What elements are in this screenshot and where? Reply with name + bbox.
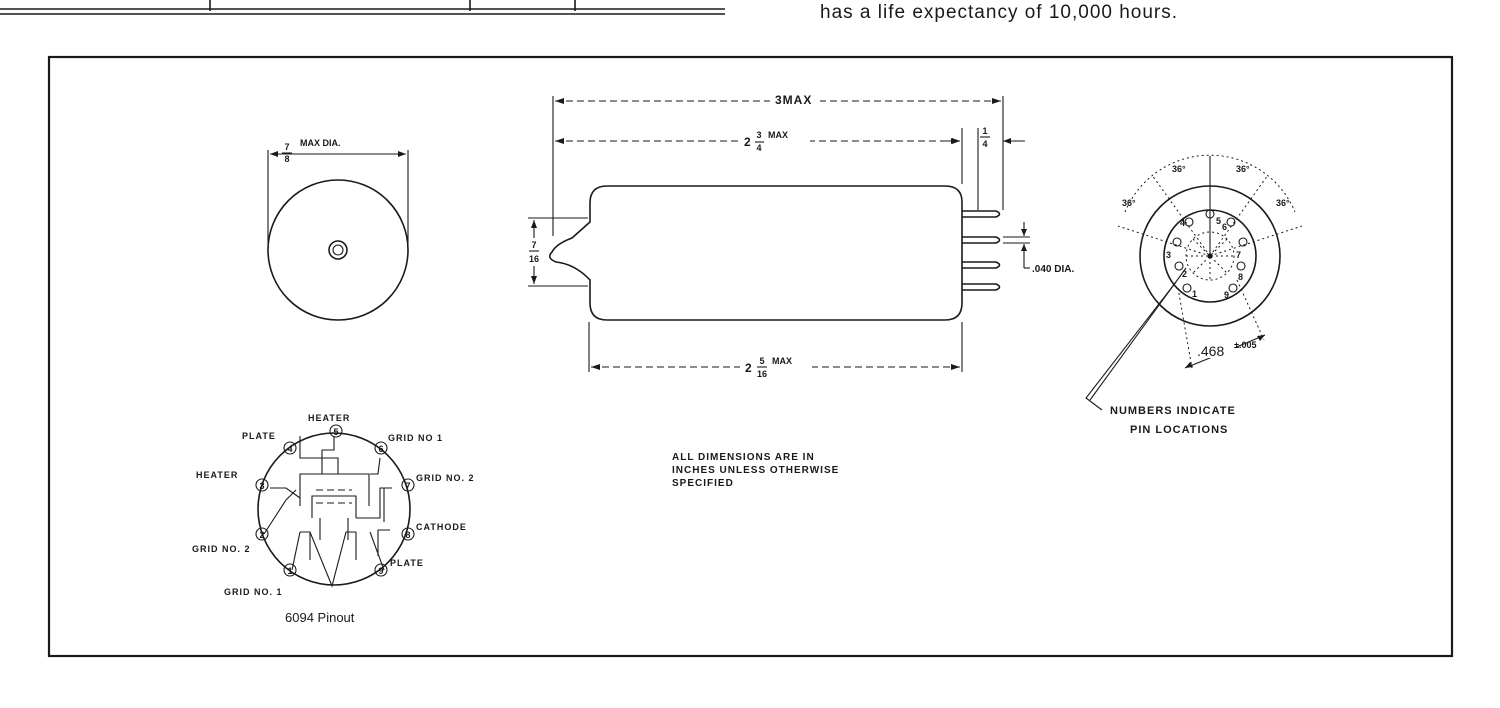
pin-diameter-label: .040 DIA.: [1032, 264, 1074, 275]
svg-text:4: 4: [287, 444, 292, 454]
svg-text:7: 7: [284, 142, 289, 152]
svg-text:8: 8: [1238, 272, 1243, 282]
seated-length-dimension: 2 5 16 MAX: [591, 355, 960, 379]
pinout-pin-7: [401, 478, 415, 492]
pinout-pin-8: [401, 527, 415, 541]
svg-text:1: 1: [1192, 289, 1197, 299]
base-pin-4: [1184, 217, 1194, 227]
svg-text:5: 5: [1216, 216, 1221, 226]
svg-text:16: 16: [757, 369, 767, 379]
svg-text:3: 3: [1166, 250, 1171, 260]
pin-locations-note: NUMBERS INDICATE PIN LOCATIONS: [1110, 405, 1236, 436]
base-pin-numbers: 1 2 3 4 5 6 7 8 9: [1166, 216, 1243, 300]
svg-text:9: 9: [378, 566, 383, 576]
svg-text:2: 2: [259, 530, 264, 540]
pinout-pin-5: [329, 424, 343, 438]
svg-text:4: 4: [982, 139, 987, 149]
tube-base-view: [1085, 154, 1303, 411]
tube-side-view: [548, 96, 1004, 372]
svg-text:PIN LOCATIONS: PIN LOCATIONS: [1130, 424, 1228, 436]
pinout-pin-3: [255, 478, 269, 492]
pinout-pin-4: [283, 441, 297, 455]
base-pin-6: [1226, 217, 1236, 227]
svg-text:8: 8: [405, 530, 410, 540]
svg-text:3: 3: [259, 481, 264, 491]
svg-text:CATHODE: CATHODE: [416, 522, 467, 532]
drawing-frame: [47, 55, 1454, 658]
pinout-pin-9: [374, 563, 388, 577]
svg-text:9: 9: [1224, 290, 1229, 300]
pinout-pin-labels: GRID NO. 1 GRID NO. 2 HEATER PLATE HEATE…: [192, 413, 475, 597]
svg-text:ALL DIMENSIONS ARE IN: ALL DIMENSIONS ARE IN: [672, 452, 815, 463]
pinout-pin-circles: [255, 424, 415, 577]
svg-text:7: 7: [531, 240, 536, 250]
svg-text:6: 6: [1222, 222, 1227, 232]
svg-text:SPECIFIED: SPECIFIED: [672, 478, 734, 489]
pinout-pin-2: [255, 527, 269, 541]
svg-text:GRID NO. 2: GRID NO. 2: [192, 544, 251, 554]
svg-text:MAX: MAX: [768, 130, 788, 140]
svg-text:INCHES UNLESS OTHERWISE: INCHES UNLESS OTHERWISE: [672, 465, 839, 476]
base-pin-circles: [1172, 209, 1248, 293]
pin-diameter-dimension: .040 DIA.: [1003, 222, 1074, 275]
base-pin-8: [1236, 261, 1246, 271]
header-rule: [0, 0, 725, 15]
svg-text:HEATER: HEATER: [308, 413, 350, 423]
pinout-diagram: [257, 432, 411, 588]
pinout-caption: 6094 Pinout: [285, 610, 355, 625]
svg-text:MAX DIA.: MAX DIA.: [300, 138, 341, 148]
svg-text:1: 1: [982, 126, 987, 136]
envelope-length-dimension: 2 3 4 MAX: [555, 128, 960, 153]
end-view-diameter-label: 7 8 MAX DIA.: [282, 138, 341, 164]
svg-text:36°: 36°: [1122, 198, 1136, 208]
base-pin-5: [1205, 209, 1215, 219]
svg-text:MAX: MAX: [772, 356, 792, 366]
pinout-pin-6: [374, 441, 388, 455]
base-pin-7: [1238, 237, 1248, 247]
life-expectancy-text: has a life expectancy of 10,000 hours.: [820, 2, 1178, 23]
svg-text:.468: .468: [1197, 343, 1224, 359]
svg-text:4: 4: [1180, 218, 1185, 228]
pin-length-dimension: 1 4: [940, 126, 1025, 149]
svg-text:GRID NO 1: GRID NO 1: [388, 433, 443, 443]
svg-text:6: 6: [378, 444, 383, 454]
pinout-pin-1: [283, 563, 297, 577]
base-pin-3: [1172, 237, 1182, 247]
bolt-circle-label: .468 ±.005: [1196, 340, 1256, 359]
svg-text:16: 16: [529, 254, 539, 264]
svg-text:2: 2: [745, 361, 753, 375]
svg-text:5: 5: [333, 427, 338, 437]
svg-text:2: 2: [744, 135, 752, 149]
dimensions-note: ALL DIMENSIONS ARE IN INCHES UNLESS OTHE…: [672, 452, 839, 489]
base-pin-9: [1228, 283, 1238, 293]
svg-text:4: 4: [756, 143, 761, 153]
svg-text:36°: 36°: [1236, 164, 1250, 174]
svg-text:3: 3: [756, 130, 761, 140]
svg-text:GRID NO. 1: GRID NO. 1: [224, 587, 283, 597]
base-angle-labels: 36° 36° 36° 36°: [1122, 164, 1290, 208]
svg-text:2: 2: [1182, 269, 1187, 279]
svg-text:8: 8: [284, 154, 289, 164]
base-pin-2: [1174, 261, 1184, 271]
svg-text:5: 5: [759, 356, 764, 366]
overall-length-dimension: 3MAX: [555, 92, 1001, 107]
tube-end-view: [267, 150, 409, 321]
pinout-pin-numbers: 1 2 3 4 5 6 7 8 9: [259, 427, 410, 576]
overall-length-label: 3MAX: [775, 93, 812, 107]
svg-text:HEATER: HEATER: [196, 470, 238, 480]
svg-text:GRID NO. 2: GRID NO. 2: [416, 473, 475, 483]
svg-text:7: 7: [1236, 250, 1241, 260]
svg-text:PLATE: PLATE: [390, 558, 424, 568]
tip-height-dimension: 7 16: [526, 217, 588, 287]
svg-text:7: 7: [405, 481, 410, 491]
svg-text:PLATE: PLATE: [242, 431, 276, 441]
svg-text:36°: 36°: [1276, 198, 1290, 208]
svg-text:±.005: ±.005: [1234, 340, 1256, 350]
svg-text:NUMBERS INDICATE: NUMBERS INDICATE: [1110, 405, 1236, 417]
svg-text:1: 1: [287, 566, 292, 576]
base-pin-1: [1182, 283, 1192, 293]
svg-text:36°: 36°: [1172, 164, 1186, 174]
